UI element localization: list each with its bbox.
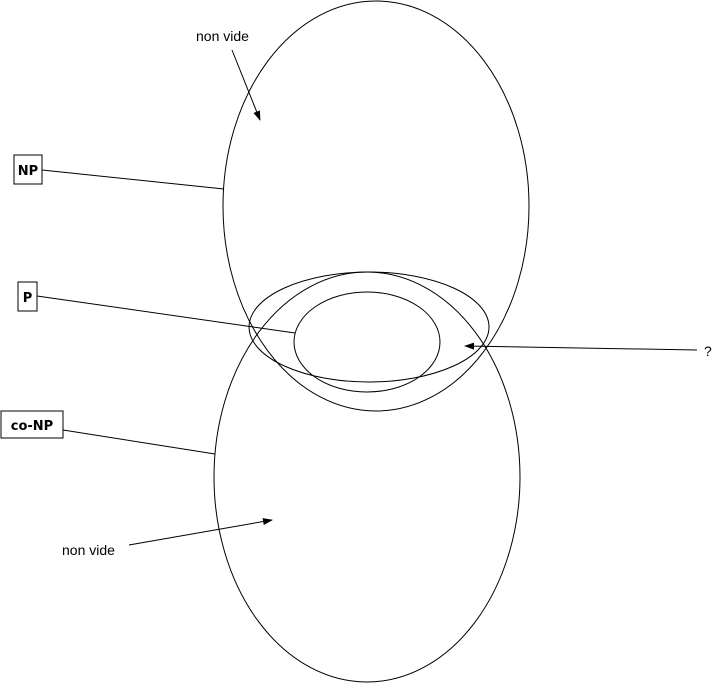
conp-label-text: co-NP	[11, 419, 53, 434]
conp-nonempty-text: non vide	[62, 542, 115, 558]
np-label-box	[13, 154, 43, 185]
conp-connector	[62, 429, 216, 455]
np-label: NP	[13, 154, 43, 185]
np-ellipse	[222, 0, 530, 412]
conp-label-box	[0, 410, 64, 439]
np-connector	[41, 169, 225, 190]
p-label-box	[17, 281, 38, 312]
p-label-text: P	[23, 291, 33, 306]
question-text: ?	[704, 343, 712, 359]
intersection-ellipse	[248, 271, 490, 383]
conp-nonempty-arrow	[128, 518, 273, 546]
p-connector	[36, 295, 296, 334]
np-label-text: NP	[18, 164, 38, 179]
conp-label: co-NP	[0, 410, 64, 439]
np-nonempty-text: non vide	[196, 28, 249, 44]
conp-ellipse	[213, 271, 521, 683]
p-ellipse	[293, 291, 441, 393]
np-nonempty-arrow	[231, 49, 261, 121]
p-label: P	[17, 281, 38, 312]
question-arrow	[464, 342, 698, 351]
